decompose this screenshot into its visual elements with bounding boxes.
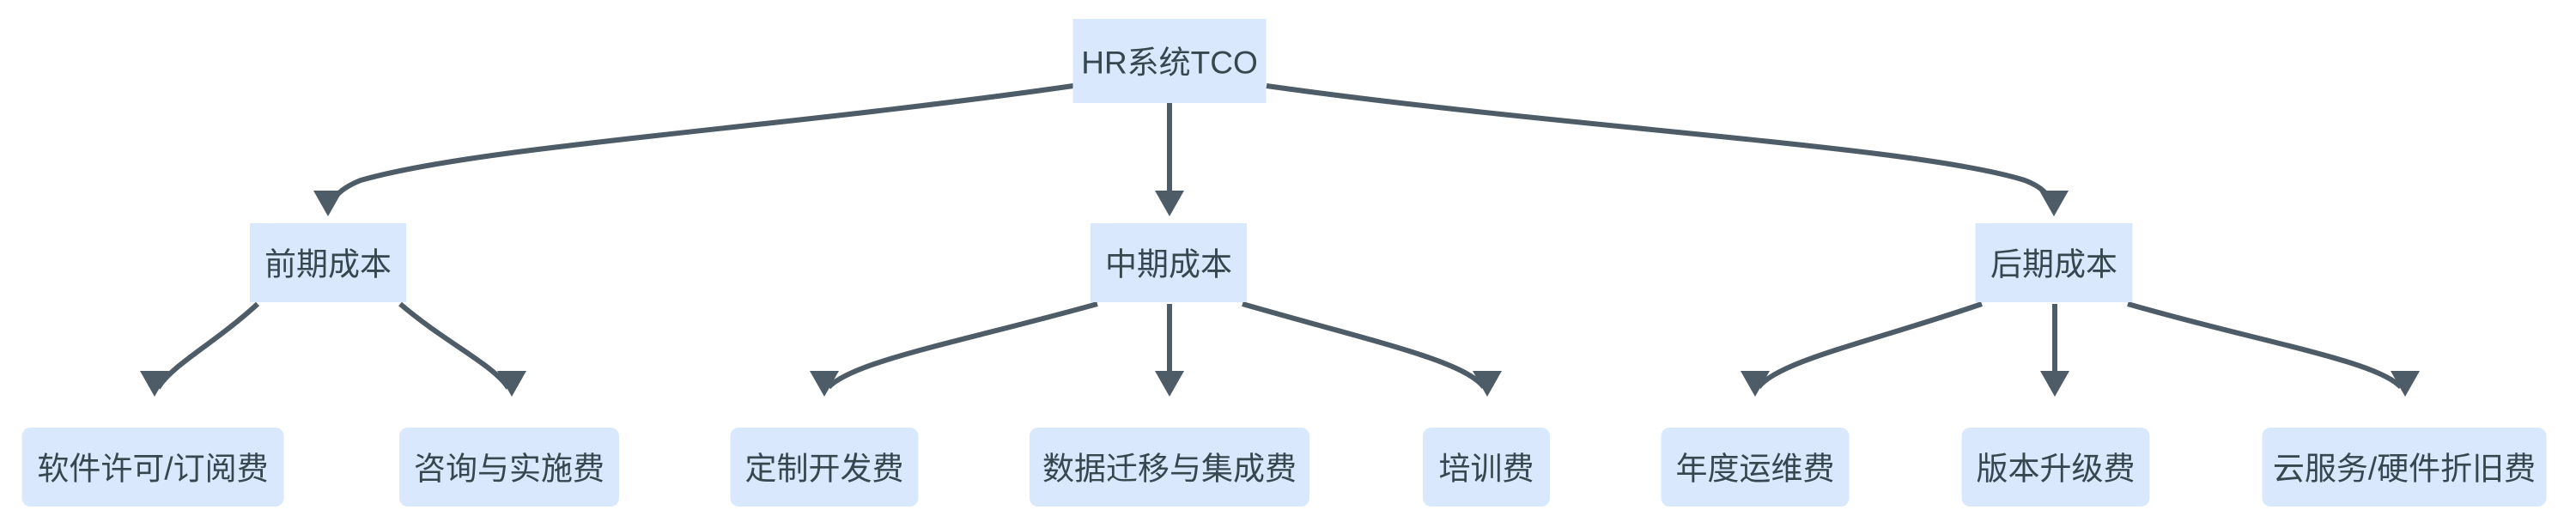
edge-line bbox=[1266, 83, 2057, 210]
node-early[interactable]: 前期成本 bbox=[250, 223, 406, 302]
node-box[interactable] bbox=[1072, 19, 1267, 103]
node-box[interactable] bbox=[1661, 428, 1850, 507]
node-consulting[interactable]: 咨询与实施费 bbox=[399, 428, 619, 507]
arrowhead-icon bbox=[1155, 371, 1184, 397]
node-box[interactable] bbox=[1961, 428, 2150, 507]
edge-root-to-early bbox=[313, 83, 1074, 216]
node-maintenance[interactable]: 年度运维费 bbox=[1661, 428, 1850, 507]
edge-late-to-upgrade bbox=[2040, 304, 2069, 397]
arrowhead-icon bbox=[1155, 191, 1184, 216]
node-box[interactable] bbox=[730, 428, 919, 507]
edge-mid-to-migration bbox=[1155, 304, 1184, 397]
node-box[interactable] bbox=[250, 223, 406, 302]
node-label: 数据迁移与集成费 bbox=[1042, 452, 1297, 487]
edge-root-to-mid bbox=[1155, 103, 1184, 216]
edge-line bbox=[826, 301, 1098, 390]
arrowhead-icon bbox=[2039, 191, 2069, 216]
node-label: 培训费 bbox=[1439, 452, 1534, 487]
node-box[interactable] bbox=[1975, 223, 2133, 302]
node-custom-dev[interactable]: 定制开发费 bbox=[730, 428, 919, 507]
arrowhead-icon bbox=[497, 371, 526, 397]
node-label: 后期成本 bbox=[1990, 247, 2117, 282]
node-label: 版本升级费 bbox=[1977, 452, 2136, 487]
node-mid[interactable]: 中期成本 bbox=[1091, 223, 1247, 302]
node-training[interactable]: 培训费 bbox=[1423, 428, 1550, 507]
edge-root-to-late bbox=[1266, 83, 2069, 216]
edge-line bbox=[1242, 301, 1486, 389]
arrowhead-icon bbox=[313, 191, 343, 216]
node-root[interactable]: HR系统TCO bbox=[1072, 19, 1267, 103]
node-late[interactable]: 后期成本 bbox=[1975, 223, 2133, 302]
arrowhead-icon bbox=[810, 371, 839, 397]
edge-early-to-consulting bbox=[398, 301, 526, 397]
edge-line bbox=[2127, 301, 2403, 390]
arrowhead-icon bbox=[2391, 371, 2420, 397]
node-box[interactable] bbox=[1030, 428, 1309, 507]
edge-mid-to-training bbox=[1242, 301, 1502, 397]
node-label: 前期成本 bbox=[264, 247, 392, 282]
node-label: 云服务/硬件折旧费 bbox=[2273, 452, 2536, 487]
edge-line bbox=[1756, 301, 1983, 389]
arrowhead-icon bbox=[140, 371, 169, 397]
node-license[interactable]: 软件许可/订阅费 bbox=[21, 428, 284, 507]
edge-early-to-license bbox=[140, 301, 260, 397]
edge-line bbox=[155, 301, 260, 390]
edge-mid-to-custom-dev bbox=[810, 301, 1098, 397]
arrowhead-icon bbox=[1741, 371, 1770, 397]
node-box[interactable] bbox=[21, 428, 284, 507]
edge-late-to-maintenance bbox=[1741, 301, 1983, 397]
node-label: HR系统TCO bbox=[1081, 46, 1258, 81]
edge-late-to-cloud-hw bbox=[2127, 301, 2420, 397]
node-label: 软件许可/订阅费 bbox=[37, 452, 268, 487]
node-label: 年度运维费 bbox=[1676, 452, 1835, 487]
node-upgrade[interactable]: 版本升级费 bbox=[1961, 428, 2150, 507]
node-migration[interactable]: 数据迁移与集成费 bbox=[1030, 428, 1309, 507]
edges-layer bbox=[140, 83, 2420, 397]
node-label: 中期成本 bbox=[1105, 247, 1232, 282]
node-box[interactable] bbox=[399, 428, 619, 507]
edge-line bbox=[398, 301, 511, 390]
edge-line bbox=[326, 83, 1074, 210]
node-box[interactable] bbox=[1423, 428, 1550, 507]
node-box[interactable] bbox=[2262, 428, 2547, 507]
node-label: 定制开发费 bbox=[745, 452, 904, 487]
node-label: 咨询与实施费 bbox=[414, 452, 605, 487]
node-box[interactable] bbox=[1091, 223, 1247, 302]
arrowhead-icon bbox=[2040, 371, 2069, 397]
node-cloud-hw[interactable]: 云服务/硬件折旧费 bbox=[2262, 428, 2547, 507]
arrowhead-icon bbox=[1473, 371, 1502, 397]
